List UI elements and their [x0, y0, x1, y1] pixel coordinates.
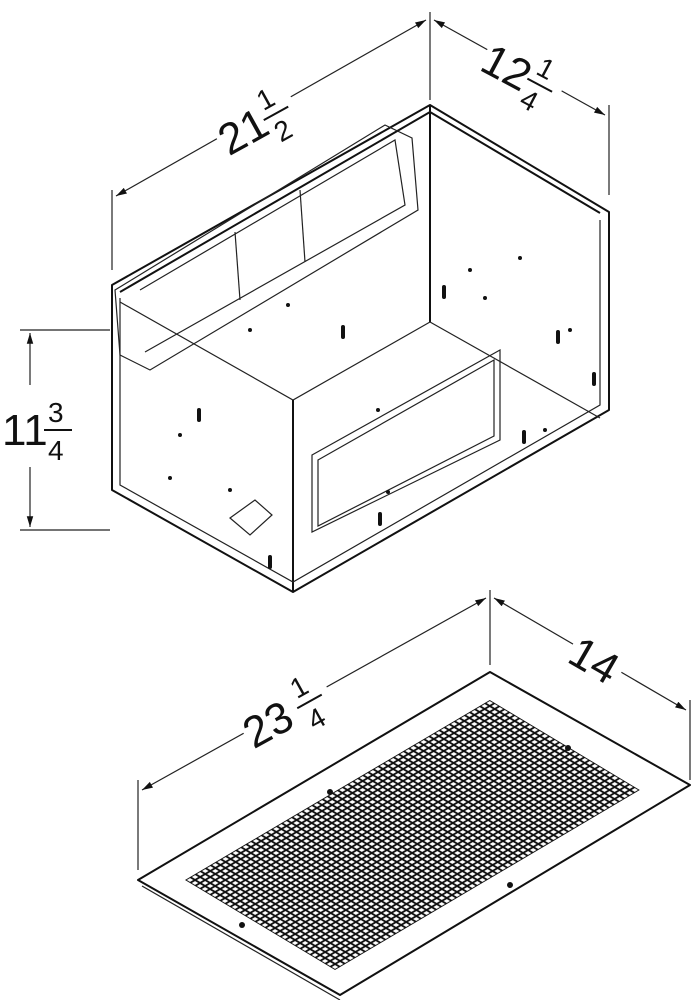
label-housing-height: 11 3 4 [2, 385, 78, 467]
damper-rib [299, 189, 306, 263]
label-grille-depth: 14 [560, 617, 637, 694]
dim-whole: 11 [2, 406, 48, 455]
label-housing-depth: 12 1 4 [470, 15, 581, 122]
mounting-holes [168, 256, 596, 569]
housing-top-inner-edge [119, 111, 601, 293]
fan-housing [111, 104, 610, 593]
grille-screws [239, 745, 571, 928]
grille-edge [141, 885, 341, 1000]
grille [137, 671, 691, 1000]
label-grille-width: 23 1 4 [223, 651, 345, 766]
housing-inner-back [119, 301, 431, 401]
dimension-labels: 21 1 2 12 1 4 11 3 4 23 1 4 14 [2, 15, 637, 766]
damper-baffle [114, 124, 419, 371]
grille-mesh [185, 700, 640, 970]
damper-rib [234, 231, 241, 301]
housing-opening-inner [317, 358, 495, 527]
housing-opening [311, 348, 501, 533]
electrical-connector [229, 499, 273, 536]
label-housing-width: 21 1 2 [198, 63, 309, 171]
dim-numerator: 3 [48, 397, 64, 428]
housing-flange [119, 220, 601, 583]
dim-denominator: 4 [48, 435, 64, 466]
housing-inner-right [429, 321, 601, 419]
